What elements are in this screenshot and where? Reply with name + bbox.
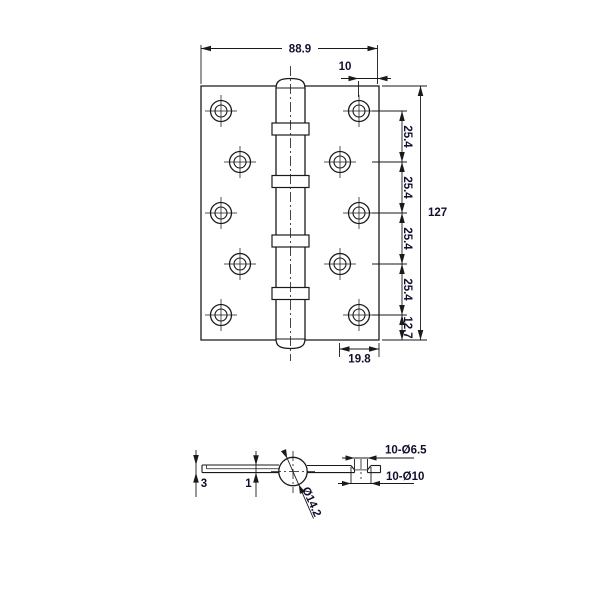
front-view (200, 66, 380, 361)
arrowhead (399, 305, 405, 315)
arrowhead (345, 455, 355, 461)
dim-countersunk-hole-large: 10-Ø10 (338, 467, 424, 487)
arrowhead (399, 111, 405, 121)
screw-hole (204, 196, 238, 230)
arrowhead (399, 264, 405, 274)
screw-hole (342, 94, 376, 128)
dim-hole-pitch-chain: 25.4 25.4 25.4 25.4 12.7 (372, 110, 413, 340)
dim-overall-height: 127 (382, 85, 447, 341)
dim-label-pitch-3: 25.4 (401, 227, 413, 250)
screw-hole (342, 196, 376, 230)
arrowhead (193, 455, 199, 465)
dim-inner-hole-offset: 19.8 (339, 343, 380, 366)
dim-overall-width: 88.9 (200, 44, 378, 84)
arrowhead (253, 472, 259, 483)
arrowhead (399, 330, 405, 340)
arrowhead (339, 346, 350, 352)
dim-label-edge-offset: 10 (339, 61, 352, 73)
arrowhead (298, 484, 306, 494)
pin-cap-top (275, 77, 306, 89)
dim-label-hole-large: 10-Ø10 (386, 471, 424, 483)
arrowhead (399, 152, 405, 162)
section-view (201, 451, 382, 493)
arrowhead (371, 480, 380, 487)
arrowhead (201, 45, 211, 52)
arrowhead (342, 480, 351, 487)
arrowhead (417, 86, 424, 96)
right-leaf-section (307, 459, 382, 479)
arrowhead (348, 75, 359, 82)
arrowhead (399, 162, 405, 172)
arrowhead (253, 455, 259, 466)
arrowhead (399, 254, 405, 264)
screw-hole (342, 298, 376, 332)
dim-label-thickness: 3 (201, 478, 207, 490)
arrowhead (377, 75, 388, 82)
dim-label-overall-height: 127 (428, 207, 447, 219)
screw-hole (323, 247, 357, 281)
dim-label-pitch-1: 25.4 (401, 125, 413, 148)
arrowhead (367, 455, 377, 461)
screw-hole (223, 145, 257, 179)
pin-cap-bottom (275, 338, 306, 350)
dim-label-pitch-2: 25.4 (401, 176, 413, 199)
hinge-knuckle-barrel (271, 66, 310, 361)
screw-hole (204, 298, 238, 332)
arrowhead (417, 330, 424, 340)
dim-label-hole-small: 10-Ø6.5 (385, 445, 427, 457)
dim-leaf-thickness: 3 (193, 450, 207, 497)
dim-label-overall-width: 88.9 (289, 44, 311, 56)
dim-countersunk-hole-small: 10-Ø6.5 (342, 445, 427, 469)
dim-label-inner-offset: 19.8 (348, 354, 371, 366)
dim-hole-edge-offset: 10 (339, 61, 391, 97)
left-leaf-outline (200, 85, 276, 341)
screw-hole (204, 94, 238, 128)
arrowhead (399, 315, 405, 325)
dim-label-pitch-4: 25.4 (401, 278, 413, 301)
dim-label-bottom-offset: 12.7 (401, 316, 413, 338)
arrowhead (399, 203, 405, 213)
dim-label-pin-diameter: Ø14.2 (299, 485, 323, 519)
countersink-section (350, 459, 372, 479)
dim-knuckle-clearance: 1 (245, 451, 259, 497)
arrowhead (367, 45, 378, 52)
arrowhead (369, 346, 379, 352)
arrowhead (193, 472, 199, 483)
screw-hole (223, 247, 257, 281)
arrowhead (399, 213, 405, 223)
dim-label-clearance: 1 (245, 478, 252, 490)
arrowhead (280, 449, 288, 459)
screw-hole (323, 145, 357, 179)
left-leaf-section (201, 464, 280, 474)
